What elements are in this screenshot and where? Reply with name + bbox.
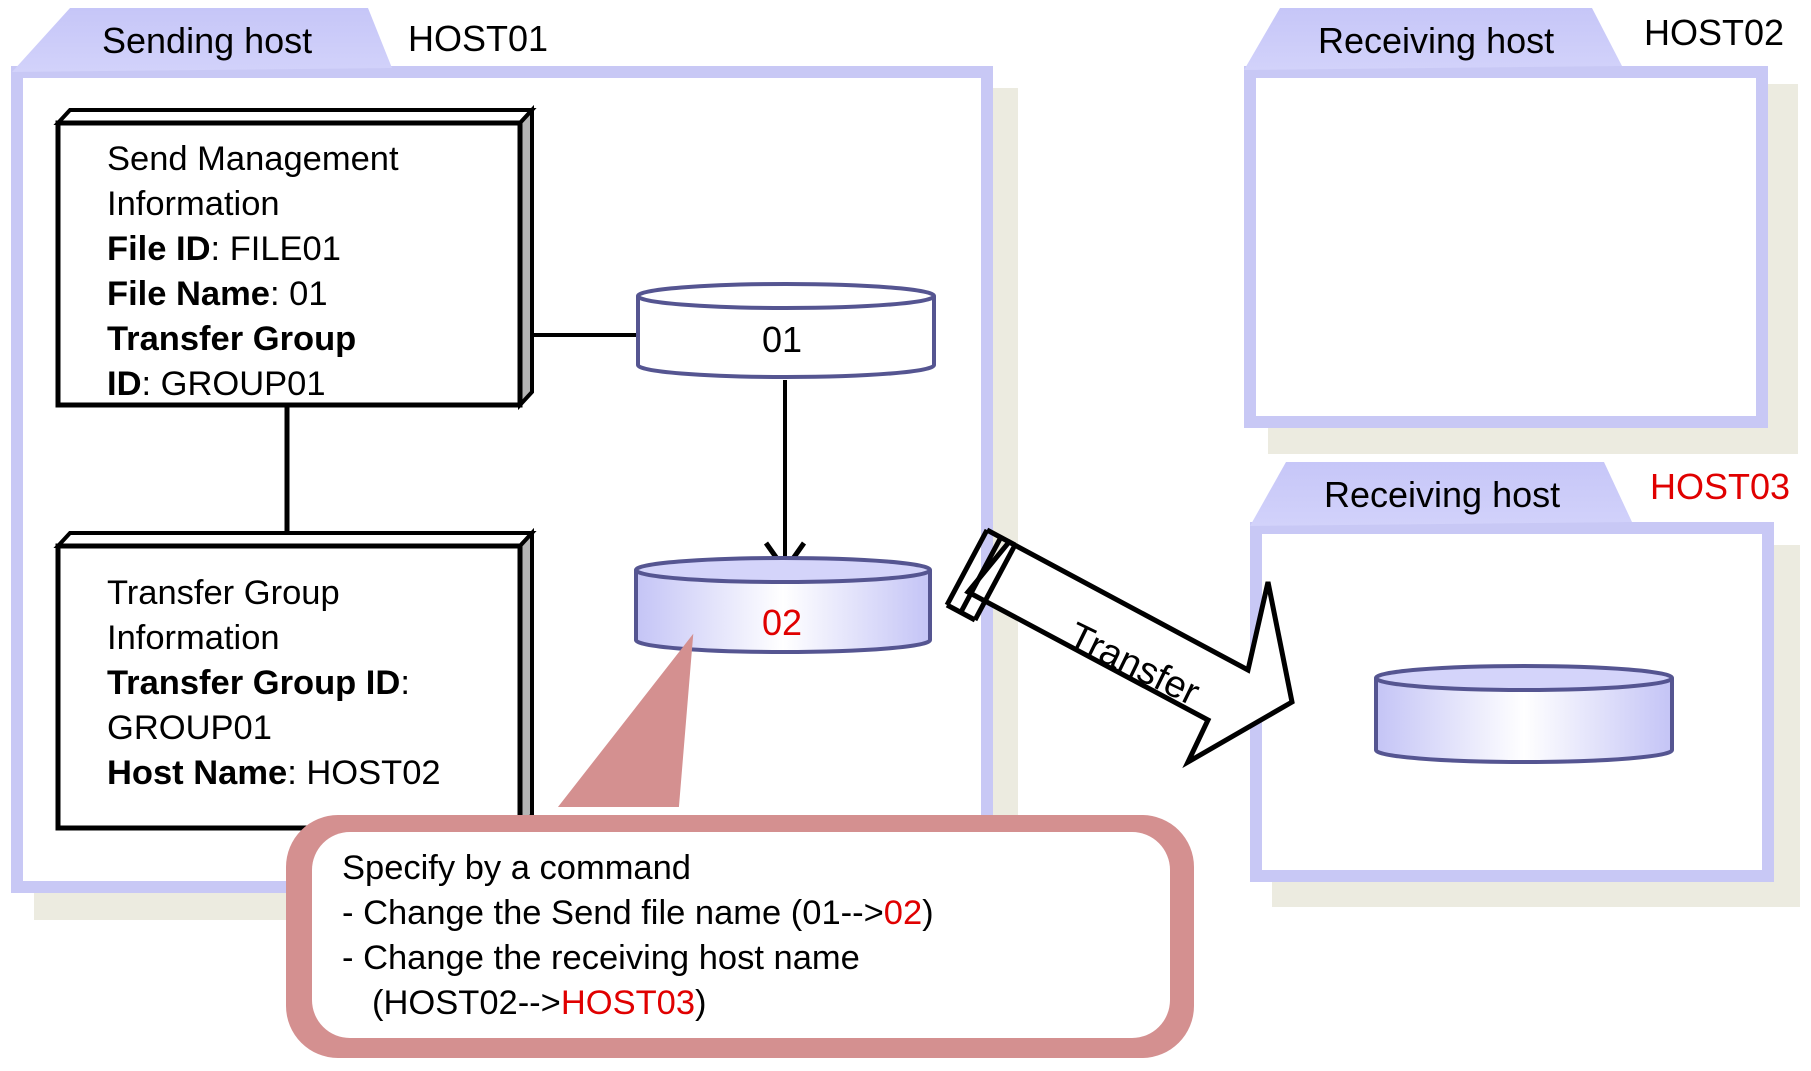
callout-line-4-highlight: HOST03 (560, 984, 696, 1022)
sending-host-tab-label: Sending host (102, 20, 313, 61)
callout-line-4-prefix: (HOST02--> (372, 984, 561, 1022)
file-disk-renamed (634, 556, 932, 654)
callout-line-2: - Change the Send file name (01-->02) (342, 891, 934, 936)
send-management-info-text: Send Management Information File ID: FIL… (107, 137, 399, 407)
receiving-host-2-panel-frame (1250, 522, 1774, 882)
receiving-host-2-name: HOST03 (1650, 466, 1791, 507)
receiving-host-2-tab-label: Receiving host (1324, 474, 1561, 515)
file-name-value: : 01 (269, 275, 328, 313)
callout-line-2-highlight: 02 (883, 894, 923, 932)
transfer-group-title-2: Information (107, 619, 280, 657)
host-name-value: : HOST02 (287, 754, 441, 792)
receiving-host-1-name: HOST02 (1644, 12, 1785, 53)
send-management-title-1: Send Management (107, 140, 399, 178)
sending-host-tab (12, 8, 392, 72)
callout-line-3: - Change the receiving host name (342, 939, 860, 977)
transfer-group-id-sep: : (400, 664, 410, 702)
send-management-title-2: Information (107, 185, 280, 223)
receiving-host-2-tab (1250, 462, 1632, 526)
file-name-row: File Name: 01 (107, 272, 399, 317)
callout-line-2-prefix: - Change the Send file name (01--> (342, 894, 884, 932)
callout-line-2-suffix: ) (922, 894, 934, 932)
sending-host-name: HOST01 (408, 18, 549, 59)
transfer-group-label-1: Transfer Group (107, 320, 357, 358)
transfer-group-id-value: GROUP01 (107, 709, 272, 747)
callout-text: Specify by a command - Change the Send f… (342, 846, 934, 1026)
receiving-host-1-panel-frame (1244, 66, 1768, 428)
command-callout (286, 633, 1194, 1058)
receiving-host-1-tab-label: Receiving host (1318, 20, 1555, 61)
file-disk-original (636, 282, 936, 379)
file-disk-renamed-label: 02 (761, 602, 803, 643)
transfer-group-info-text: Transfer Group Information Transfer Grou… (107, 571, 441, 796)
file-name-label: File Name (107, 275, 270, 313)
file-id-value: : FILE01 (210, 230, 341, 268)
callout-line-4-suffix: ) (695, 984, 707, 1022)
transfer-group-id-row: Transfer Group ID: (107, 661, 441, 706)
transfer-arrow (944, 527, 1295, 769)
transfer-group-info-box (53, 527, 537, 834)
host-name-label: Host Name (107, 754, 288, 792)
received-file-disk (1374, 664, 1674, 764)
callout-line-1: Specify by a command (342, 849, 691, 887)
file-id-label: File ID (107, 230, 211, 268)
receiving-host-2-panel (1250, 462, 1800, 907)
file-disk-original-label: 01 (761, 319, 803, 360)
transfer-group-id-label: Transfer Group ID (107, 664, 401, 702)
send-management-info-box (53, 104, 537, 411)
callout-line-4: (HOST02-->HOST03) (342, 981, 934, 1026)
transfer-group-row: ID: GROUP01 (107, 362, 399, 407)
receiving-host-1-panel (1244, 8, 1798, 454)
receiving-host-1-tab (1244, 8, 1622, 70)
transfer-group-title-1: Transfer Group (107, 574, 340, 612)
file-id-row: File ID: FILE01 (107, 227, 399, 272)
transfer-group-value: : GROUP01 (141, 365, 326, 403)
host-name-row: Host Name: HOST02 (107, 751, 441, 796)
transfer-group-label-2: ID (107, 365, 142, 403)
